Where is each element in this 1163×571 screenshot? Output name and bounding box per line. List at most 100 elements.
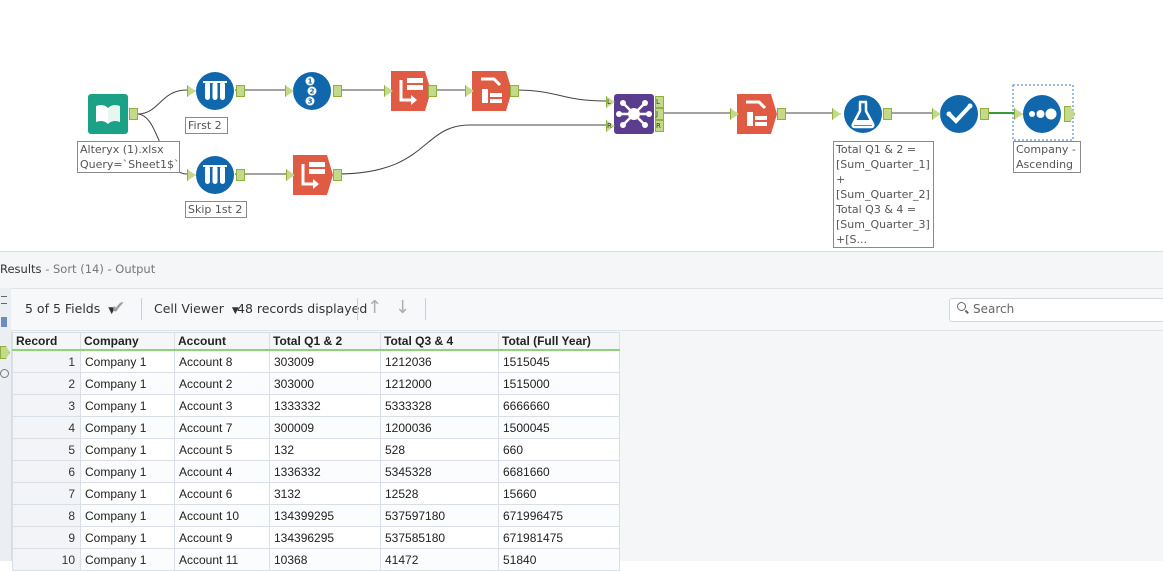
output-anchor-icon[interactable] <box>0 346 10 359</box>
record-cell[interactable]: 6 <box>12 460 81 483</box>
total-q1-q2-cell[interactable]: 134396295 <box>269 526 381 549</box>
company-cell[interactable]: Company 1 <box>80 438 175 461</box>
sort-output-anchor[interactable] <box>1064 106 1075 122</box>
total-q1-q2-cell[interactable]: 303000 <box>269 372 381 395</box>
table-row[interactable]: 7 Company 1 Account 6 3132 12528 15660 <box>12 482 620 505</box>
account-cell[interactable]: Account 10 <box>174 504 270 527</box>
total-full-year-cell[interactable]: 15660 <box>498 482 620 505</box>
table-row[interactable]: 2 Company 1 Account 2 303000 1212000 151… <box>12 372 620 395</box>
join-right-output-anchor[interactable]: R <box>655 120 664 132</box>
total-full-year-cell[interactable]: 1500045 <box>498 416 620 439</box>
table-row[interactable]: 6 Company 1 Account 4 1336332 5345328 66… <box>12 460 620 483</box>
total-full-year-cell[interactable]: 6666660 <box>498 394 620 417</box>
table-row[interactable]: 4 Company 1 Account 7 300009 1200036 150… <box>12 416 620 439</box>
table-row[interactable]: 8 Company 1 Account 10 134399295 5375971… <box>12 504 620 527</box>
record-cell[interactable]: 8 <box>12 504 81 527</box>
history-icon[interactable] <box>0 369 9 378</box>
company-cell[interactable]: Company 1 <box>80 394 175 417</box>
search-input[interactable]: Search <box>949 298 1163 322</box>
select-tool[interactable] <box>939 94 979 134</box>
table-row[interactable]: 9 Company 1 Account 9 134396295 53758518… <box>12 526 620 549</box>
company-cell[interactable]: Company 1 <box>80 372 175 395</box>
cross-tab-output-anchor[interactable] <box>510 85 519 97</box>
total-q3-q4-cell[interactable]: 537597180 <box>380 504 499 527</box>
total-q1-q2-cell[interactable]: 1333332 <box>269 394 381 417</box>
record-cell[interactable]: 5 <box>12 438 81 461</box>
company-cell[interactable]: Company 1 <box>80 349 175 373</box>
cell-viewer-selector[interactable]: Cell Viewer ▼ <box>154 301 239 316</box>
account-cell[interactable]: Account 6 <box>174 482 270 505</box>
total-full-year-cell[interactable]: 1515000 <box>498 372 620 395</box>
company-cell[interactable]: Company 1 <box>80 460 175 483</box>
account-cell[interactable]: Account 9 <box>174 526 270 549</box>
total-q3-q4-cell[interactable]: 537585180 <box>380 526 499 549</box>
formula-output-anchor[interactable] <box>883 108 892 120</box>
column-header[interactable]: Total (Full Year) <box>498 332 620 351</box>
cross-tab-tool-2[interactable] <box>737 94 777 134</box>
record-id-tool[interactable]: 1 2 3 <box>292 71 332 111</box>
table-row[interactable]: 3 Company 1 Account 3 1333332 5333328 66… <box>12 394 620 417</box>
total-full-year-cell[interactable]: 1515045 <box>498 349 620 373</box>
apply-checkmark-icon[interactable]: ✔ <box>111 298 126 318</box>
record-cell[interactable]: 2 <box>12 372 81 395</box>
column-header[interactable]: Account <box>174 332 270 351</box>
account-cell[interactable]: Account 5 <box>174 438 270 461</box>
total-q3-q4-cell[interactable]: 1212036 <box>380 349 499 373</box>
sort-tool[interactable] <box>1022 94 1062 134</box>
record-cell[interactable]: 4 <box>12 416 81 439</box>
account-cell[interactable]: Account 7 <box>174 416 270 439</box>
total-full-year-cell[interactable]: 671996475 <box>498 504 620 527</box>
total-q3-q4-cell[interactable]: 1212000 <box>380 372 499 395</box>
column-header[interactable]: Total Q3 & 4 <box>380 332 499 351</box>
account-cell[interactable]: Account 3 <box>174 394 270 417</box>
input-output-anchor[interactable] <box>129 108 138 120</box>
join-join-output-anchor[interactable]: J <box>655 108 664 120</box>
total-q1-q2-cell[interactable]: 303009 <box>269 349 381 373</box>
company-cell[interactable]: Company 1 <box>80 526 175 549</box>
cross-tab-tool[interactable] <box>472 71 512 111</box>
record-id-output-anchor[interactable] <box>333 85 342 97</box>
column-header[interactable]: Total Q1 & 2 <box>269 332 381 351</box>
total-q3-q4-cell[interactable]: 5345328 <box>380 460 499 483</box>
company-cell[interactable]: Company 1 <box>80 504 175 527</box>
total-q3-q4-cell[interactable]: 12528 <box>380 482 499 505</box>
account-cell[interactable]: Account 4 <box>174 460 270 483</box>
join-left-output-anchor[interactable]: L <box>655 96 664 108</box>
total-full-year-cell[interactable]: 660 <box>498 438 620 461</box>
results-table[interactable]: Record Company Account Total Q1 & 2 Tota… <box>12 332 620 571</box>
table-row[interactable]: 5 Company 1 Account 5 132 528 660 <box>12 438 620 461</box>
transpose-top-output-anchor[interactable] <box>428 85 437 97</box>
record-cell[interactable]: 9 <box>12 526 81 549</box>
total-q1-q2-cell[interactable]: 300009 <box>269 416 381 439</box>
total-q1-q2-cell[interactable]: 3132 <box>269 482 381 505</box>
table-row[interactable]: 1 Company 1 Account 8 303009 1212036 151… <box>12 349 620 373</box>
select-output-anchor[interactable] <box>980 108 989 120</box>
list-icon[interactable] <box>1 296 7 304</box>
company-cell[interactable]: Company 1 <box>80 482 175 505</box>
transpose-bottom-output-anchor[interactable] <box>333 169 342 181</box>
sample-skip-tool[interactable] <box>195 155 235 195</box>
join-tool[interactable] <box>614 94 654 134</box>
total-q3-q4-cell[interactable]: 5333328 <box>380 394 499 417</box>
arrow-up-icon[interactable]: ↑ <box>367 297 383 318</box>
total-q1-q2-cell[interactable]: 132 <box>269 438 381 461</box>
column-header[interactable]: Company <box>80 332 175 351</box>
input-data-tool[interactable] <box>88 94 128 134</box>
record-cell[interactable]: 7 <box>12 482 81 505</box>
transpose-tool-top[interactable] <box>391 71 431 111</box>
sample-first-tool[interactable] <box>195 71 235 111</box>
sample-skip-output-anchor[interactable] <box>236 169 245 181</box>
workflow-canvas[interactable]: 1 2 3 <box>0 0 1163 251</box>
total-full-year-cell[interactable]: 6681660 <box>498 460 620 483</box>
total-q1-q2-cell[interactable]: 1336332 <box>269 460 381 483</box>
cross-tab-2-output-anchor[interactable] <box>777 108 786 120</box>
transpose-tool-bottom[interactable] <box>293 155 333 195</box>
account-cell[interactable]: Account 2 <box>174 372 270 395</box>
arrow-down-icon[interactable]: ↓ <box>395 297 411 318</box>
formula-tool[interactable] <box>843 94 883 134</box>
record-cell[interactable]: 3 <box>12 394 81 417</box>
total-q3-q4-cell[interactable]: 1200036 <box>380 416 499 439</box>
account-cell[interactable]: Account 8 <box>174 349 270 373</box>
total-full-year-cell[interactable]: 671981475 <box>498 526 620 549</box>
table-icon[interactable] <box>1 317 7 327</box>
